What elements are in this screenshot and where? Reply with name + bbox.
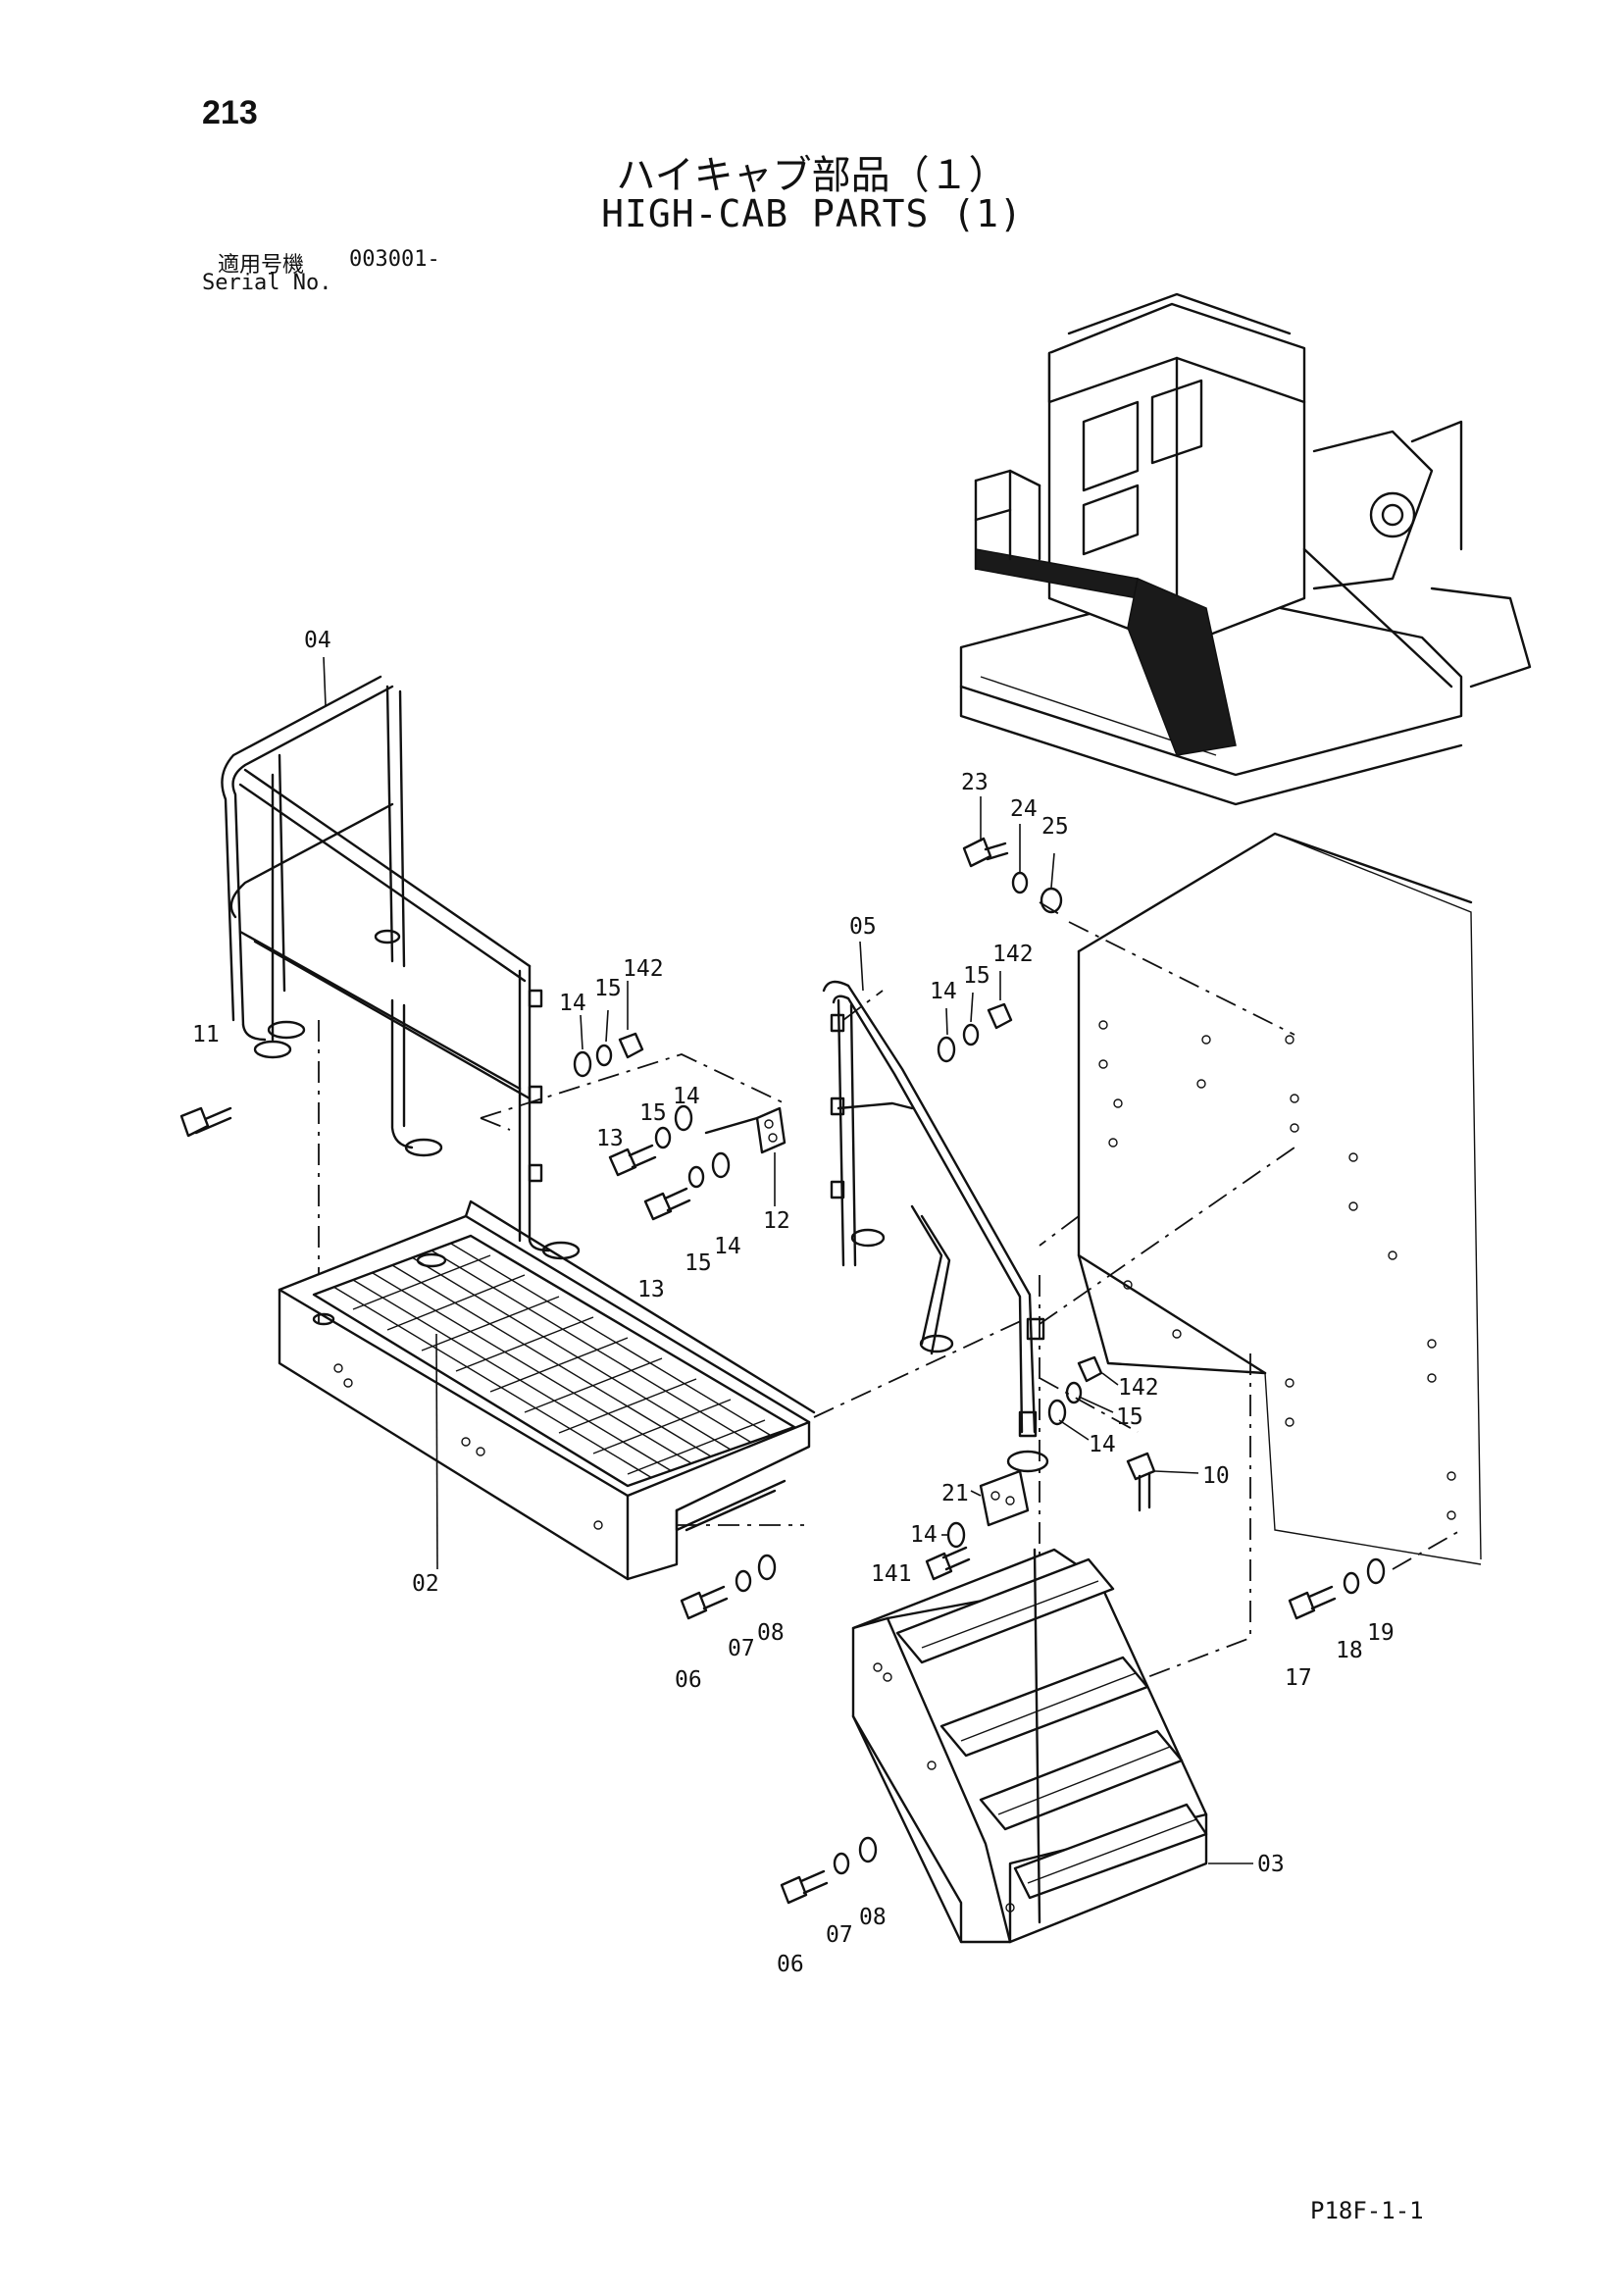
callout: 19 xyxy=(1367,1620,1395,1646)
platform-02 xyxy=(278,1199,816,1581)
callout: 24 xyxy=(1010,796,1038,822)
callout: 12 xyxy=(763,1208,790,1234)
callout: 10 xyxy=(1202,1463,1230,1489)
callout: 21 xyxy=(941,1481,969,1506)
fasteners xyxy=(179,837,1386,1905)
callout: 04 xyxy=(304,628,331,653)
callout: 07 xyxy=(826,1922,853,1948)
callout: 14 xyxy=(673,1084,700,1109)
callout: 142 xyxy=(992,942,1034,967)
cab-side-panel xyxy=(1077,832,1482,1565)
serial-label-japanese: 適用号機 xyxy=(218,253,305,278)
alignment-lines xyxy=(318,901,1462,1678)
callout: 15 xyxy=(685,1250,712,1276)
callout: 13 xyxy=(637,1277,665,1302)
callout: 15 xyxy=(1116,1404,1143,1430)
callout: 14 xyxy=(559,991,586,1016)
callout: 06 xyxy=(675,1667,702,1693)
serial-value: 003001- xyxy=(349,247,440,272)
callout: 06 xyxy=(777,1952,804,1977)
serial-label-english: Serial No. xyxy=(202,271,332,295)
callout: 15 xyxy=(639,1100,667,1126)
callout: 03 xyxy=(1257,1852,1285,1877)
callout: 13 xyxy=(596,1126,624,1151)
callout: 142 xyxy=(623,956,664,982)
callout: 18 xyxy=(1336,1638,1363,1663)
leader-lines xyxy=(323,656,1253,1864)
title-japanese: ハイキャブ部品（１） xyxy=(616,153,1008,198)
callout-labels: 04 11 02 23 24 25 05 14 15 142 14 15 142… xyxy=(192,628,1395,1977)
callout: 14 xyxy=(910,1522,938,1548)
callout: 07 xyxy=(728,1636,755,1661)
callout: 14 xyxy=(930,979,957,1004)
callout: 17 xyxy=(1285,1665,1312,1691)
callout: 14 xyxy=(1089,1432,1116,1457)
handrail-04 xyxy=(221,675,581,1260)
callout: 142 xyxy=(1118,1375,1159,1401)
handrail-05 xyxy=(822,980,1049,1473)
callout: 23 xyxy=(961,770,989,795)
callout: 15 xyxy=(963,963,990,989)
machine-overview xyxy=(959,292,1532,806)
callout: 08 xyxy=(859,1905,887,1930)
callout: 08 xyxy=(757,1620,785,1646)
page-number: 213 xyxy=(202,94,258,131)
callout: 11 xyxy=(192,1022,220,1047)
title-english: HIGH-CAB PARTS (1) xyxy=(601,192,1023,235)
callout: 25 xyxy=(1041,814,1069,840)
callout: 02 xyxy=(412,1571,439,1597)
figure-code: P18F-1-1 xyxy=(1310,2197,1424,2224)
callout: 141 xyxy=(871,1561,912,1587)
callout: 05 xyxy=(849,914,877,940)
stairs-03 xyxy=(851,1548,1208,1944)
callout: 15 xyxy=(594,976,622,1001)
callout: 14 xyxy=(714,1234,741,1259)
